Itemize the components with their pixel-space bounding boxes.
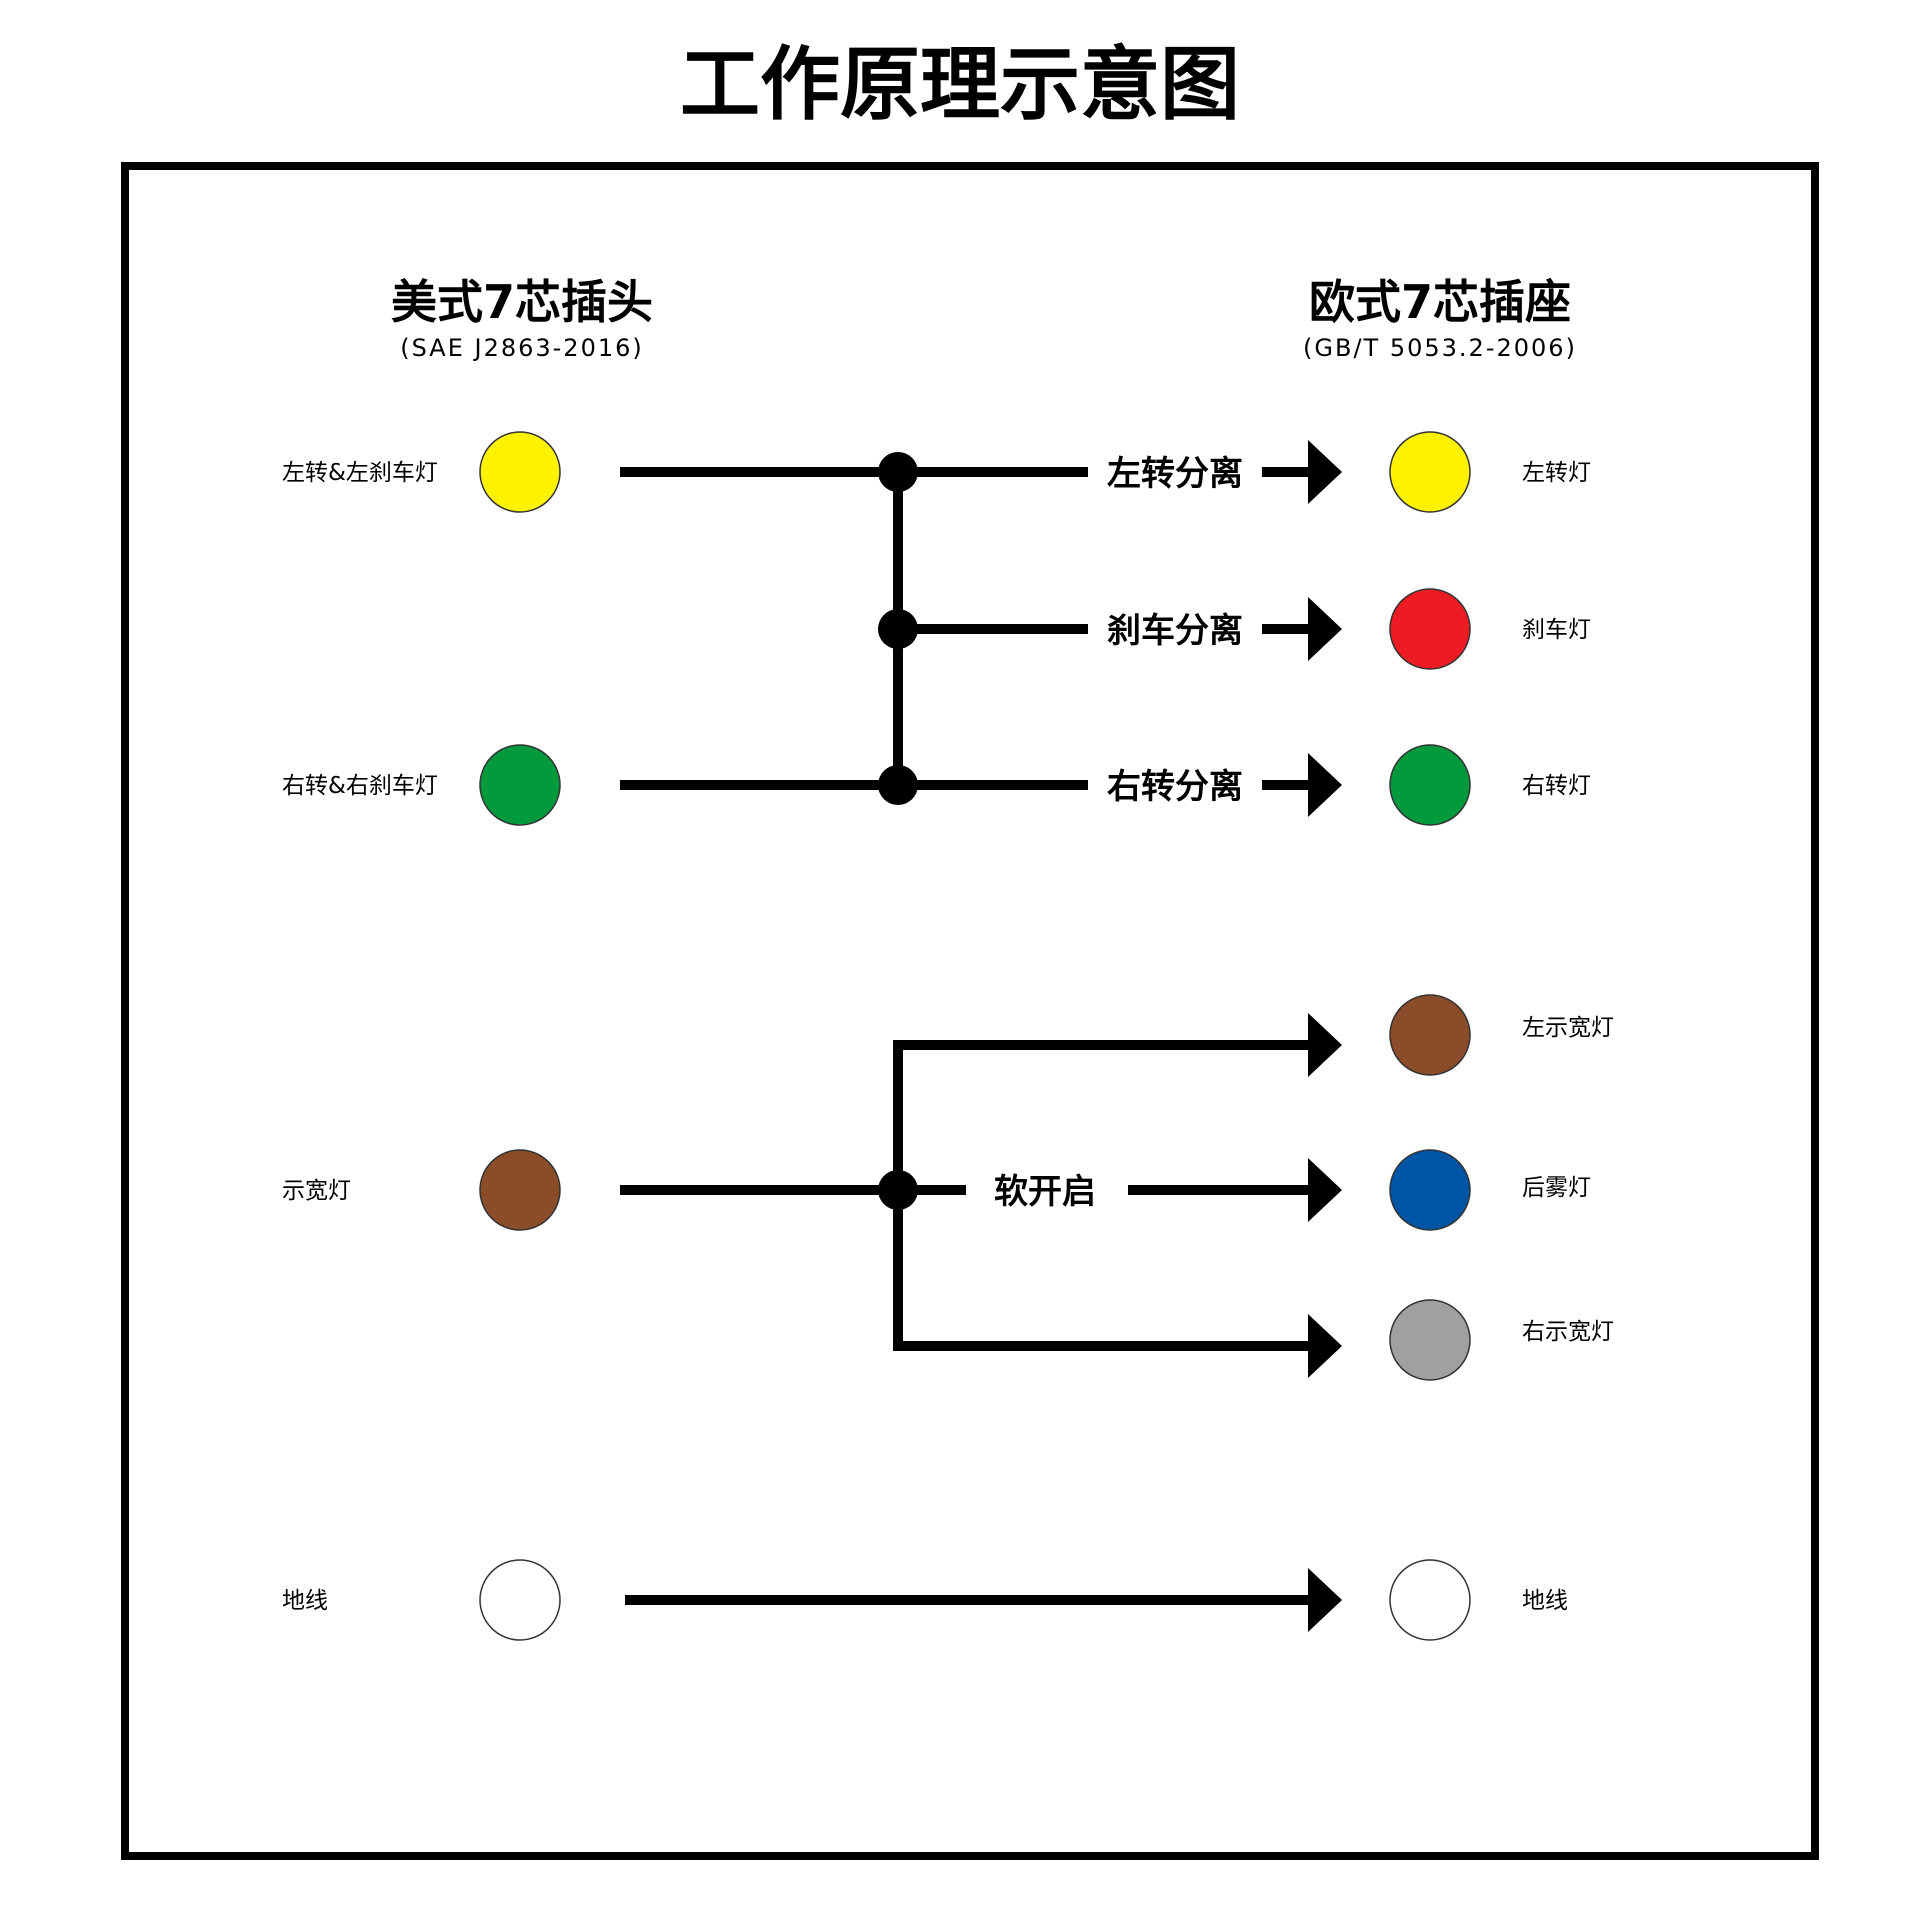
left-pin-dot (479, 744, 561, 826)
arrow-right-icon (1308, 597, 1342, 661)
right-pin-label: 地线 (1522, 1588, 1568, 1614)
arrow-right-icon (1308, 753, 1342, 817)
left-pin-dot (479, 1559, 561, 1641)
left-pin-label: 示宽灯 (282, 1178, 351, 1204)
junction-dot (878, 1170, 918, 1210)
arrow-right-icon (1308, 1568, 1342, 1632)
right-pin-dot (1389, 1299, 1471, 1381)
right-pin-dot (1389, 588, 1471, 670)
right-pin-label: 右转灯 (1522, 773, 1591, 799)
right-pin-label: 刹车灯 (1522, 617, 1591, 643)
splitter-brake-label: 刹车分离 (1107, 611, 1243, 651)
splitter-labels: 左转分离 刹车分离 右转分离 软开启 (994, 446, 1258, 1212)
junction-dot (878, 765, 918, 805)
diagram-frame (121, 162, 1819, 1860)
arrow-right-icon (1308, 1158, 1342, 1222)
right-pin-dot (1389, 744, 1471, 826)
splitter-soft-start-label: 软开启 (994, 1172, 1096, 1212)
left-pin-dot (479, 1149, 561, 1231)
junction-dots (878, 452, 918, 1210)
right-pins: 左转灯 刹车灯 右转灯 左示宽灯 后雾灯 右示宽灯 地线 (1389, 431, 1614, 1641)
diagram-title: 工作原理示意图 (680, 38, 1240, 131)
left-connector-name: 美式7芯插头 (391, 275, 653, 329)
left-connector-standard: (SAE J2863-2016) (400, 334, 644, 362)
right-connector-name: 欧式7芯插座 (1309, 275, 1571, 329)
left-pin-label: 地线 (282, 1588, 328, 1614)
right-pin-dot (1389, 1149, 1471, 1231)
right-pin-label: 左转灯 (1522, 460, 1591, 486)
wires (620, 467, 1310, 1605)
right-pin-label: 右示宽灯 (1522, 1319, 1614, 1345)
wire-tail-branches (893, 1040, 1310, 1351)
splitter-right-turn-label: 右转分离 (1107, 767, 1243, 807)
arrowheads (1308, 440, 1342, 1632)
junction-dot (878, 452, 918, 492)
arrow-right-icon (1308, 1013, 1342, 1077)
arrow-right-icon (1308, 1314, 1342, 1378)
left-pin-label: 左转&左刹车灯 (282, 460, 438, 486)
left-pin-label: 右转&右刹车灯 (282, 773, 438, 799)
right-connector-standard: (GB/T 5053.2-2006) (1303, 334, 1577, 362)
right-pin-dot (1389, 1559, 1471, 1641)
arrow-right-icon (1308, 440, 1342, 504)
right-pin-dot (1389, 431, 1471, 513)
splitter-left-turn-label: 左转分离 (1107, 454, 1243, 494)
junction-dot (878, 609, 918, 649)
right-pin-dot (1389, 994, 1471, 1076)
right-pin-label: 左示宽灯 (1522, 1015, 1614, 1041)
left-pin-dot (479, 431, 561, 513)
left-pins: 左转&左刹车灯 右转&右刹车灯 示宽灯 地线 (282, 431, 561, 1641)
right-pin-label: 后雾灯 (1522, 1175, 1591, 1201)
